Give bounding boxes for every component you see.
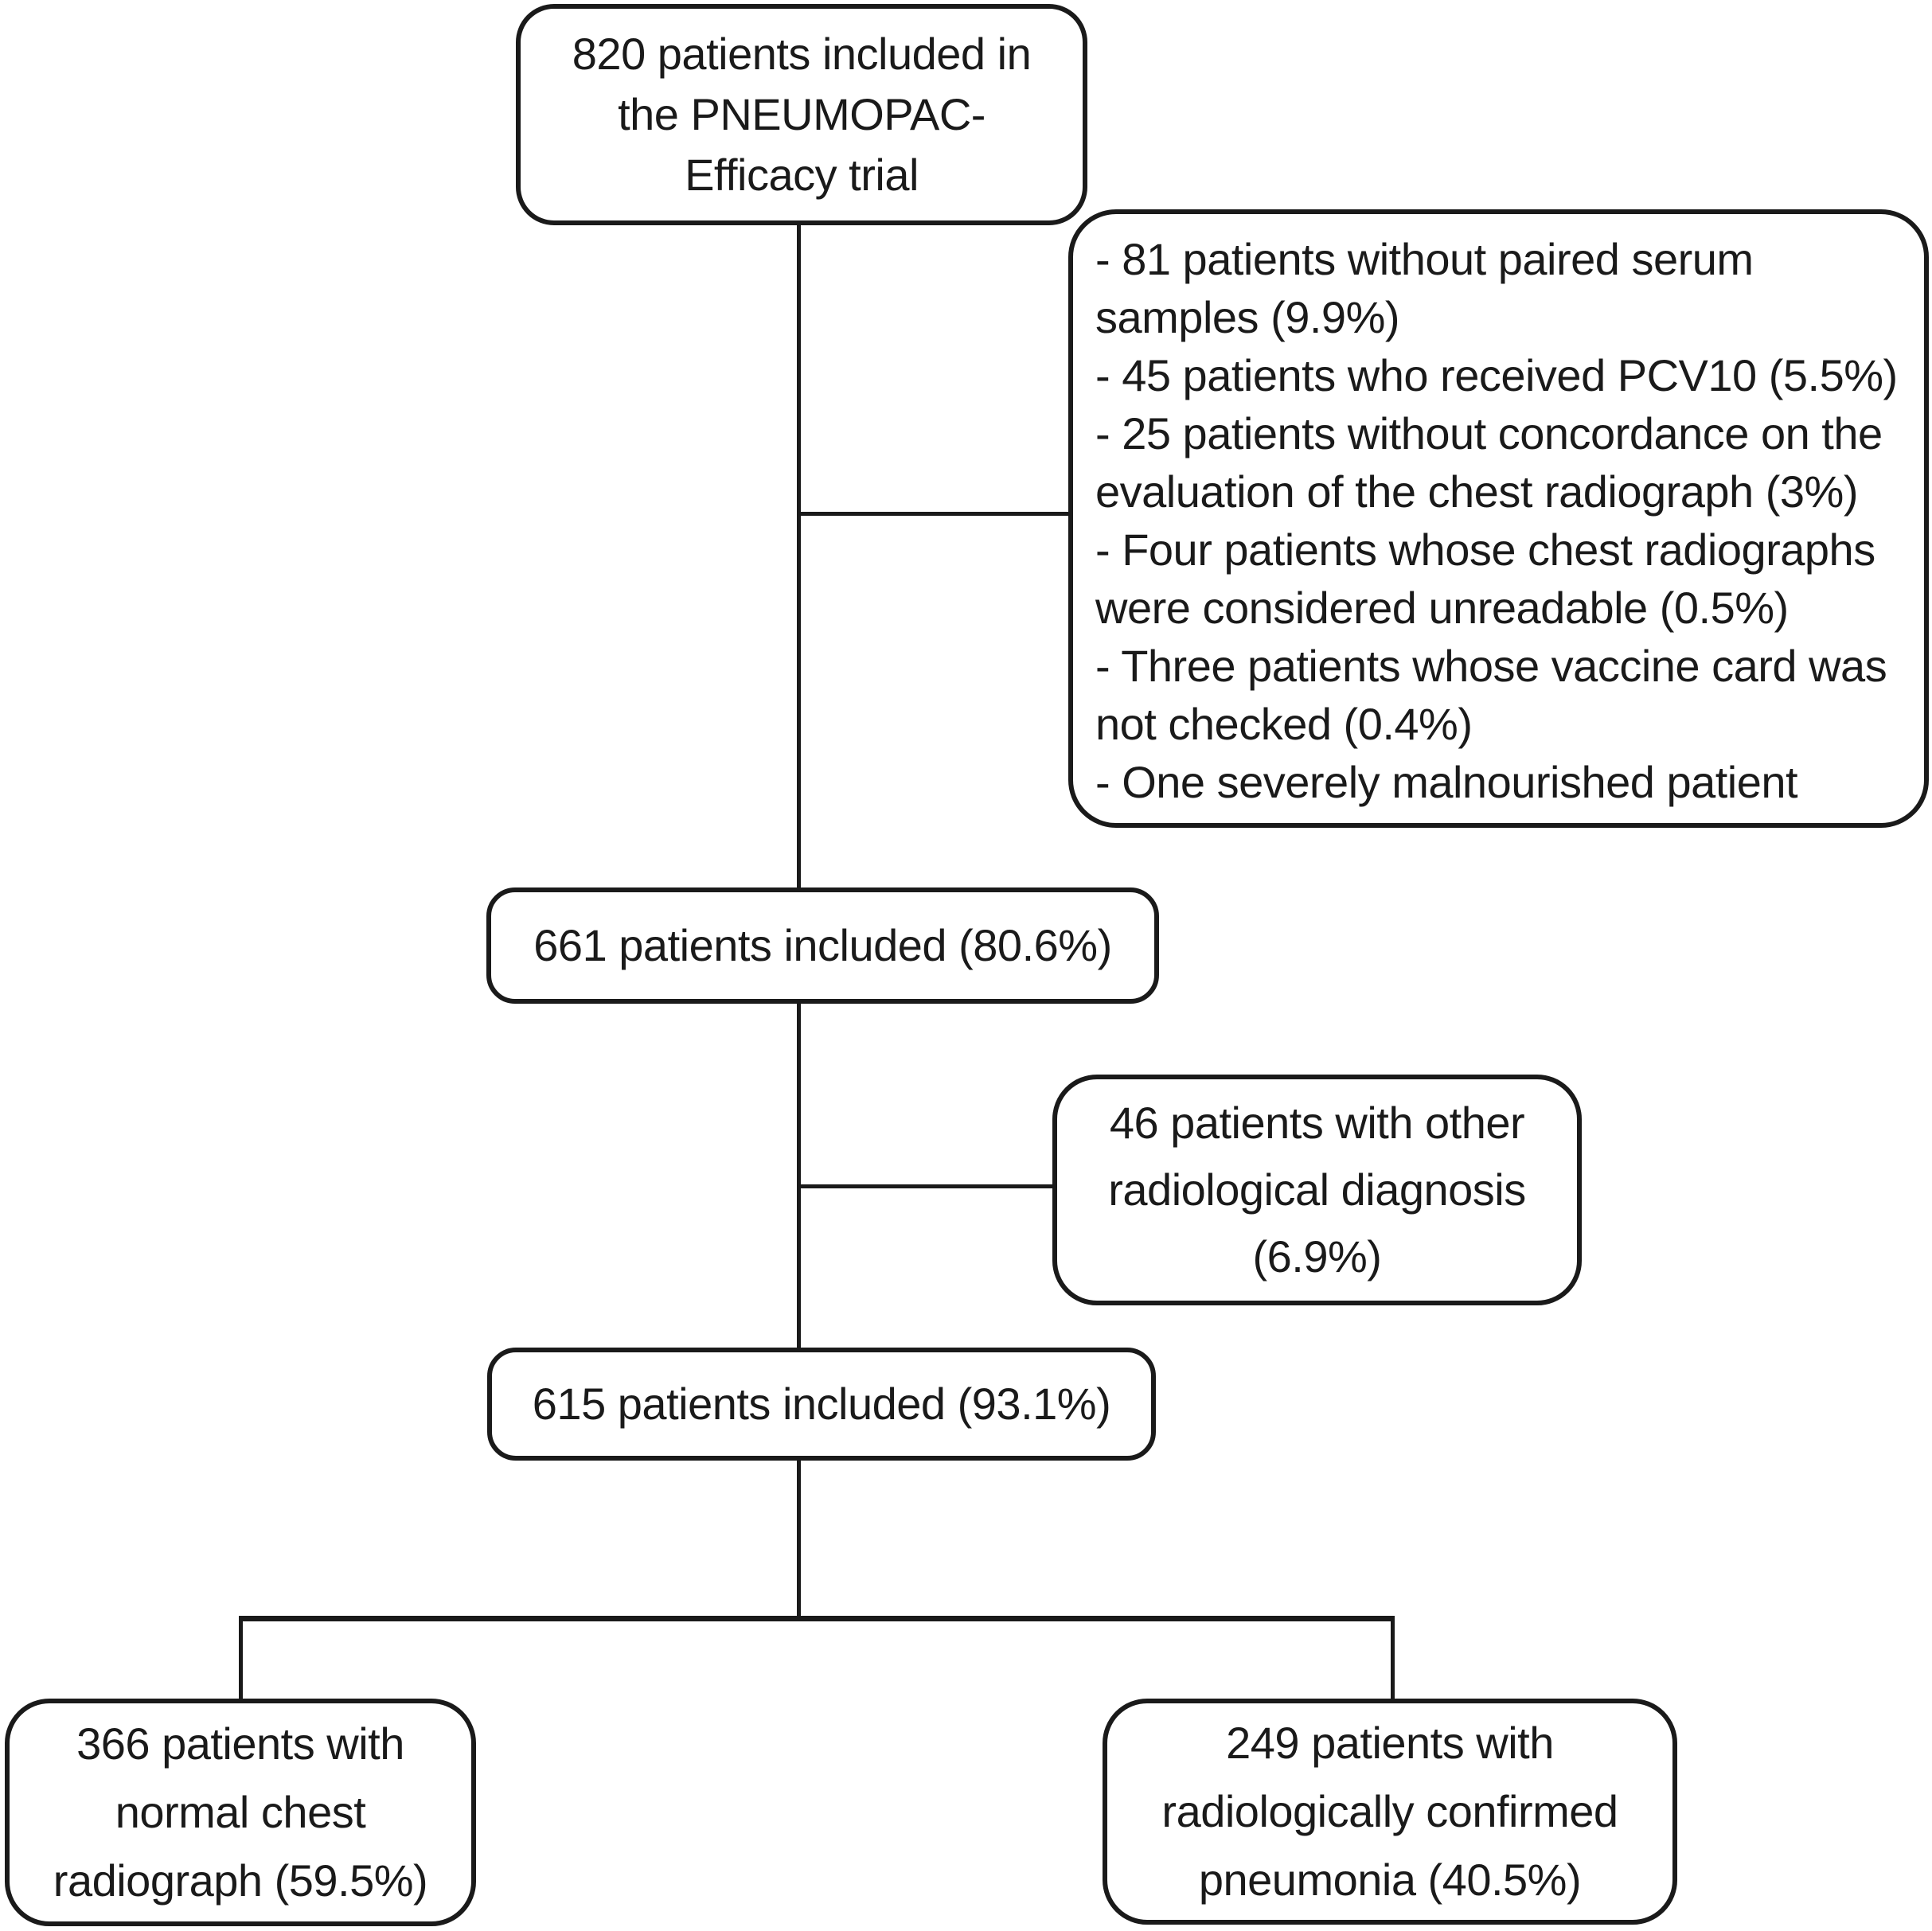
node-exclusions: - 81 patients without paired serum sampl…	[1068, 209, 1929, 828]
connector-615-to-split	[797, 1459, 801, 1619]
exclusion-item-severely-malnourished: - One severely malnourished patient	[1095, 757, 1798, 807]
exclusion-item-vaccine-card-not-checked: - Three patients whose vaccine card was …	[1095, 641, 1887, 749]
node-confirmed-pneumonia-label: 249 patients with radiologically confirm…	[1161, 1718, 1618, 1905]
connector-branch-other-diagnosis	[798, 1184, 1052, 1188]
connector-drop-pneumonia	[1391, 1616, 1395, 1700]
node-included-615-label: 615 patients included (93.1%)	[532, 1379, 1111, 1429]
connector-661-to-615	[797, 1002, 801, 1349]
exclusion-item-unreadable-radiographs: - Four patients whose chest radiographs …	[1095, 525, 1875, 633]
node-normal-chest-radiograph-label: 366 patients with normal chest radiograp…	[53, 1718, 428, 1906]
connector-drop-normal-cxr	[239, 1616, 243, 1700]
connector-enrolled-to-661	[797, 225, 801, 888]
node-included-615: 615 patients included (93.1%)	[487, 1348, 1156, 1461]
exclusion-item-no-concordance: - 25 patients without concordance on the…	[1095, 408, 1883, 517]
node-enrolled-820: 820 patients included in the PNEUMOPAC- …	[516, 4, 1087, 225]
connector-split-horizontal	[239, 1616, 1395, 1621]
node-other-radiological-diagnosis: 46 patients with other radiological diag…	[1052, 1075, 1582, 1305]
node-included-661-label: 661 patients included (80.6%)	[533, 920, 1112, 970]
node-other-radiological-diagnosis-label: 46 patients with other radiological diag…	[1108, 1098, 1526, 1281]
node-enrolled-820-label: 820 patients included in the PNEUMOPAC- …	[572, 29, 1032, 200]
node-included-661: 661 patients included (80.6%)	[486, 887, 1159, 1004]
connector-branch-excluded	[798, 512, 1068, 516]
exclusion-item-no-paired-serum: - 81 patients without paired serum sampl…	[1095, 234, 1754, 342]
exclusion-item-received-pcv10: - 45 patients who received PCV10 (5.5%)	[1095, 350, 1898, 400]
node-confirmed-pneumonia: 249 patients with radiologically confirm…	[1103, 1699, 1677, 1925]
node-normal-chest-radiograph: 366 patients with normal chest radiograp…	[5, 1699, 476, 1926]
